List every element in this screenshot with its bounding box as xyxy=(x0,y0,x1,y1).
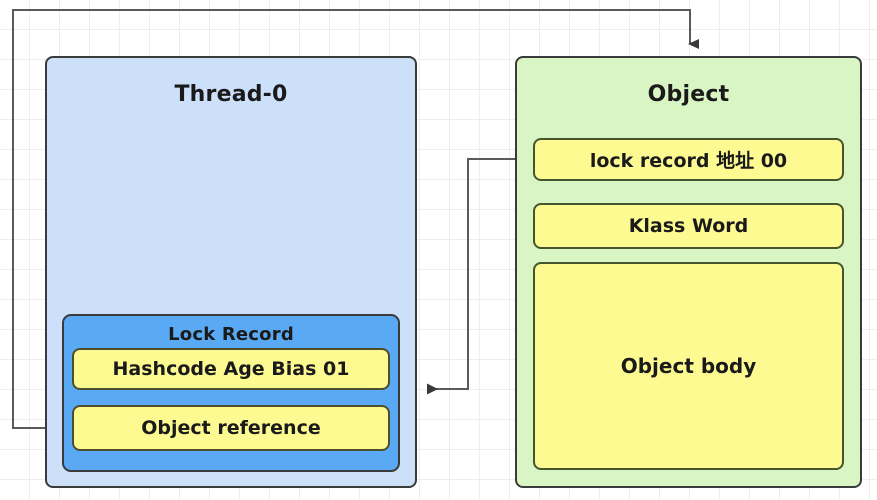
lock-record-title: Lock Record xyxy=(168,324,294,345)
slot-object-body[interactable]: Object body xyxy=(533,262,844,470)
slot-object-reference[interactable]: Object reference xyxy=(72,405,390,451)
object-title: Object xyxy=(647,82,730,107)
slot-lock-record-address[interactable]: lock record 地址 00 xyxy=(533,138,844,181)
thread-title: Thread-0 xyxy=(174,82,288,107)
slot-klass-word[interactable]: Klass Word xyxy=(533,203,844,249)
slot-hashcode-age-bias[interactable]: Hashcode Age Bias 01 xyxy=(72,348,390,390)
